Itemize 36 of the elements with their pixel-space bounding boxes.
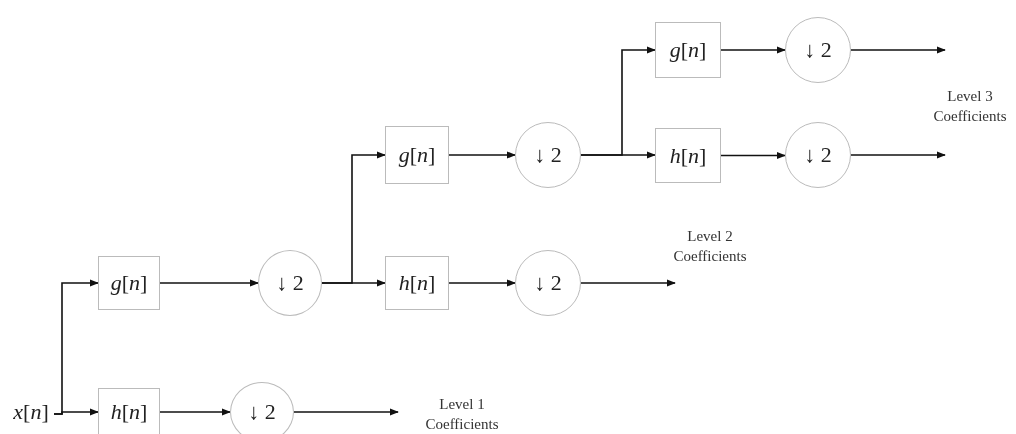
filter-box	[655, 128, 721, 183]
arrow	[293, 408, 399, 416]
filter-label: g[n]	[669, 37, 707, 63]
arrow	[53, 408, 99, 416]
downsample-label: ↓ 2	[534, 142, 562, 168]
downsample-label: ↓ 2	[248, 399, 276, 425]
downsample-label: ↓ 2	[276, 270, 304, 296]
filter-box	[655, 22, 721, 78]
filter-label: h[n]	[110, 399, 148, 425]
arrow	[720, 151, 786, 160]
downsampler-circle	[230, 382, 294, 434]
arrow	[850, 46, 946, 54]
filter-box	[98, 256, 160, 310]
filter-label: g[n]	[110, 270, 148, 296]
level-caption: Level 3 Coefficients	[932, 87, 1008, 126]
input-signal-label: x[n]	[13, 399, 49, 425]
arrow	[850, 151, 946, 159]
arrow	[720, 46, 786, 54]
arrow	[159, 408, 231, 416]
arrow	[580, 279, 676, 287]
downsample-label: ↓ 2	[804, 142, 832, 168]
arrow	[321, 279, 386, 287]
filter-label: g[n]	[398, 142, 436, 168]
arrow	[580, 151, 656, 159]
downsample-label: ↓ 2	[534, 270, 562, 296]
filter-label: h[n]	[669, 142, 707, 169]
filter-box	[385, 256, 449, 310]
filter-box	[98, 388, 160, 434]
level-caption: Level 1 Coefficients	[424, 395, 500, 434]
level-caption: Level 2 Coefficients	[672, 227, 748, 266]
filter-box	[385, 126, 449, 184]
arrow	[448, 279, 516, 287]
arrow	[159, 279, 259, 287]
filter-label: h[n]	[398, 270, 436, 296]
arrow	[448, 151, 516, 159]
downsample-label: ↓ 2	[804, 37, 832, 63]
